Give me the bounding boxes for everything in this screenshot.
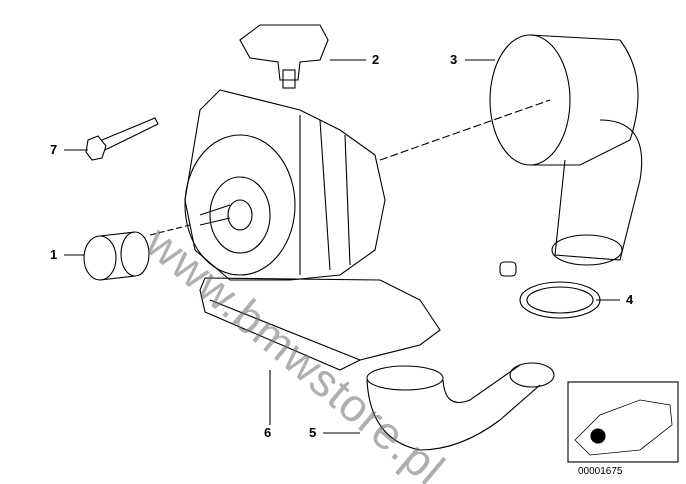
leader-lines — [64, 59, 620, 434]
callout-6[interactable]: 6 — [264, 425, 272, 440]
air-duct-hose-drawing — [366, 362, 555, 451]
callout-7[interactable]: 7 — [50, 142, 58, 157]
hose-clamp-drawing — [499, 261, 601, 319]
alternator-drawing — [184, 89, 386, 281]
bolt-drawing — [85, 117, 159, 161]
pulley-drawing — [83, 231, 150, 281]
callout-2[interactable]: 2 — [372, 52, 380, 67]
vehicle-location-inset — [567, 381, 679, 463]
image-code: 00001675 — [578, 466, 623, 477]
callout-5[interactable]: 5 — [309, 425, 317, 440]
callout-3[interactable]: 3 — [450, 52, 458, 67]
cover-drawing — [199, 277, 441, 371]
callout-4[interactable]: 4 — [626, 292, 634, 307]
callout-1[interactable]: 1 — [50, 247, 58, 262]
air-duct-hood-drawing — [489, 34, 643, 266]
voltage-regulator-drawing — [239, 24, 329, 89]
